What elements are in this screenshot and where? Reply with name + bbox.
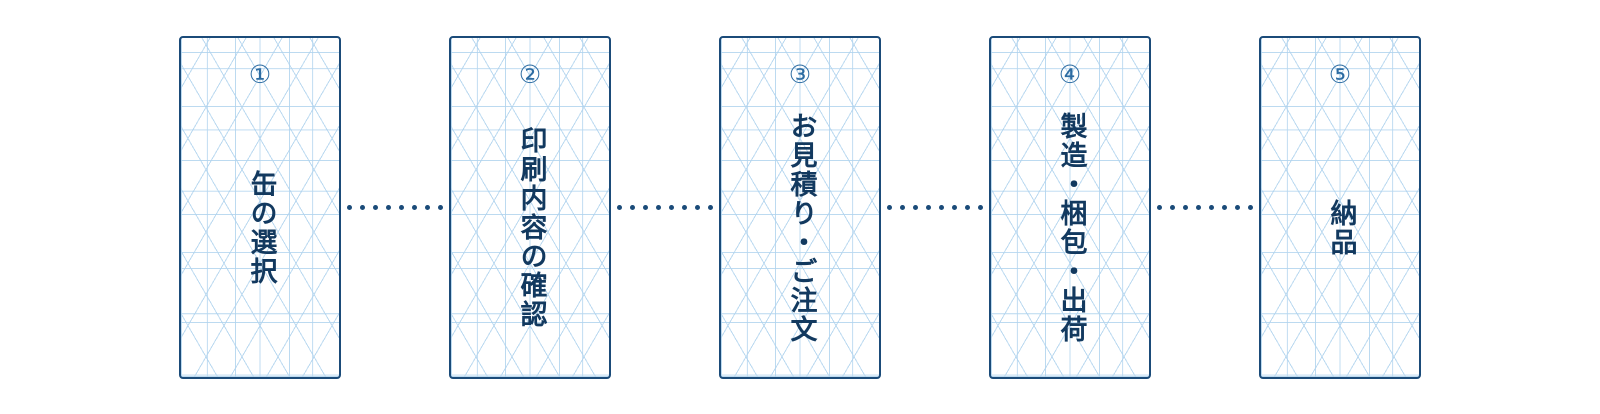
connector-dot	[682, 204, 687, 210]
connector-dot	[965, 204, 970, 210]
connector-dot	[438, 204, 443, 210]
step-label-3: お見積り・ご注文	[785, 111, 817, 344]
connector-dot	[913, 204, 918, 210]
step-card-2[interactable]: ② 印刷内容の確認	[449, 35, 611, 379]
step-card-3[interactable]: ③ お見積り・ご注文	[719, 35, 881, 379]
dotted-connector-4	[1151, 36, 1259, 379]
connector-dot	[1248, 204, 1253, 210]
connector-dot	[1196, 204, 1201, 210]
connector-dot	[656, 204, 661, 210]
dotted-connector-2	[611, 36, 719, 379]
connector-dot	[939, 204, 944, 210]
connector-dot	[1235, 204, 1240, 210]
step-label-wrap-4: 製造・梱包・出荷	[991, 87, 1149, 377]
connector-dot	[952, 204, 957, 210]
connector-dot	[347, 204, 352, 210]
connector-dot	[1157, 204, 1162, 210]
step-card-1[interactable]: ① 缶の選択	[179, 35, 341, 379]
step-label-wrap-1: 缶の選択	[181, 87, 339, 377]
connector-dot	[978, 204, 983, 210]
connector-dot	[425, 204, 430, 210]
connector-dot	[887, 204, 892, 210]
connector-dot	[1170, 204, 1175, 210]
step-label-1: 缶の選択	[245, 169, 277, 286]
connector-dot	[373, 204, 378, 210]
step-card-content-3: ③ お見積り・ご注文	[721, 38, 879, 377]
step-card-4[interactable]: ④ 製造・梱包・出荷	[989, 35, 1151, 379]
connector-dot	[1209, 204, 1214, 210]
step-card-5[interactable]: ⑤ 納品	[1259, 35, 1421, 379]
dotted-connector-3	[881, 36, 989, 379]
connector-dot	[360, 204, 365, 210]
connector-dot	[1222, 204, 1227, 210]
step-card-content-2: ② 印刷内容の確認	[451, 38, 609, 377]
connector-dot	[412, 204, 417, 210]
step-number-5: ⑤	[1328, 59, 1352, 89]
connector-dot	[708, 204, 713, 210]
step-label-2: 印刷内容の確認	[515, 126, 547, 329]
connector-dot	[617, 204, 622, 210]
step-label-wrap-3: お見積り・ご注文	[721, 87, 879, 377]
step-label-4: 製造・梱包・出荷	[1055, 111, 1087, 344]
step-number-1: ①	[248, 59, 272, 89]
step-number-4: ④	[1058, 59, 1082, 89]
step-card-content-5: ⑤ 納品	[1261, 38, 1419, 377]
step-card-content-1: ① 缶の選択	[181, 38, 339, 377]
step-label-5: 納品	[1325, 198, 1357, 257]
connector-dot	[926, 204, 931, 210]
dotted-connector-1	[341, 36, 449, 379]
connector-dot	[1183, 204, 1188, 210]
step-label-wrap-2: 印刷内容の確認	[451, 87, 609, 377]
step-number-3: ③	[788, 59, 812, 89]
connector-dot	[643, 204, 648, 210]
step-card-content-4: ④ 製造・梱包・出荷	[991, 38, 1149, 377]
connector-dot	[669, 204, 674, 210]
connector-dot	[630, 204, 635, 210]
connector-dot	[695, 204, 700, 210]
step-number-2: ②	[518, 59, 542, 89]
connector-dot	[399, 204, 404, 210]
connector-dot	[386, 204, 391, 210]
connector-dot	[900, 204, 905, 210]
step-label-wrap-5: 納品	[1261, 87, 1419, 377]
